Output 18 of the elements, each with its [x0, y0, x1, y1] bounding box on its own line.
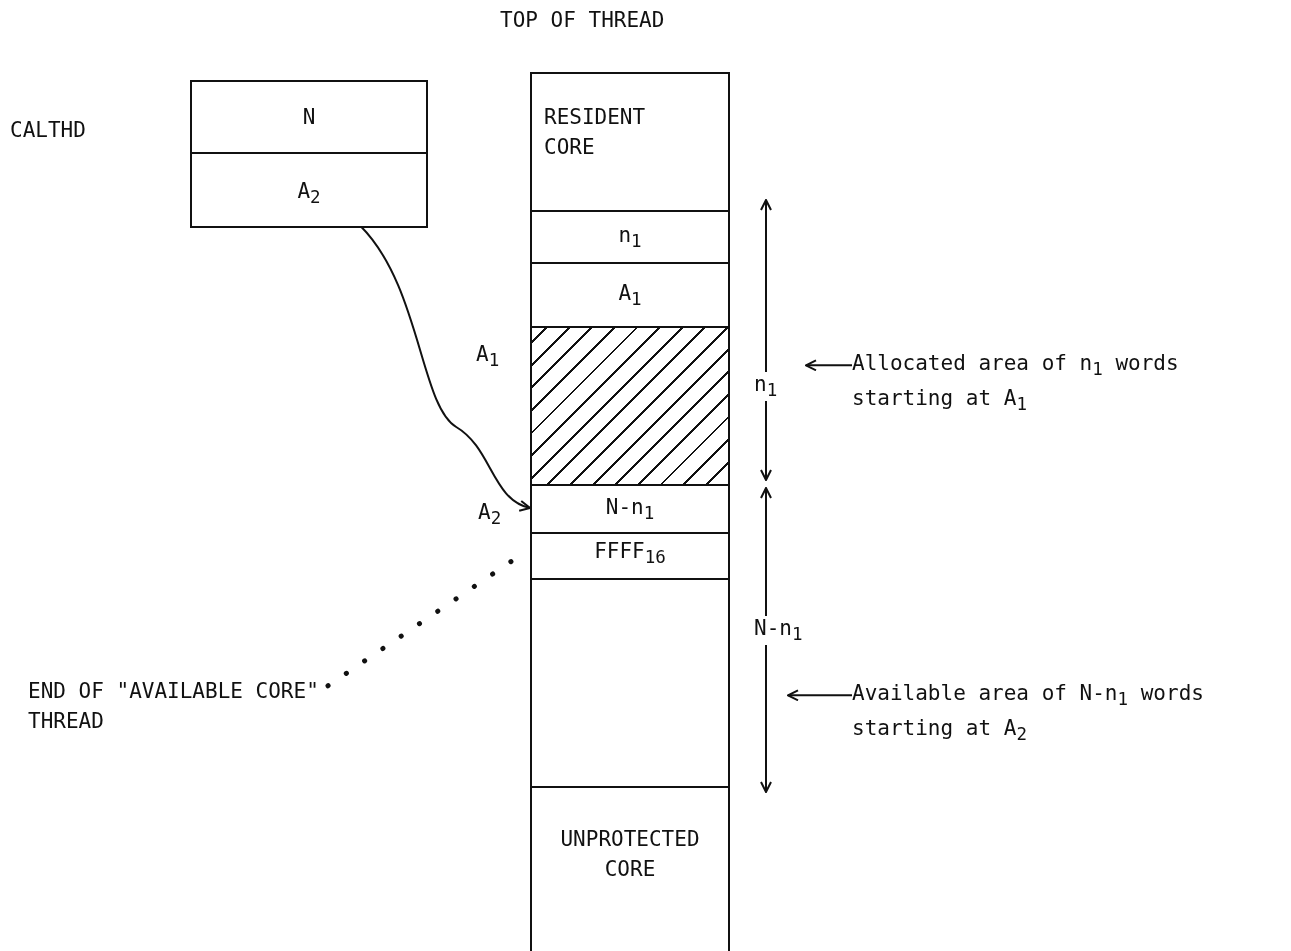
cell-label: A$_{2}$: [296, 178, 322, 210]
address-label: A$_{1}$: [476, 342, 500, 372]
leader-arrow: [805, 359, 853, 372]
cell-label: FFFF$_{16}$: [593, 538, 667, 570]
annotation-text: Available area of N-n$_{1}$ words starting at A$_{2}$: [852, 678, 1282, 748]
cell-label: RESIDENT CORE: [543, 104, 647, 162]
annotation-text: Allocated area of n$_{1}$ words starting at A$_{1}$: [852, 348, 1272, 418]
cell-label: N: [301, 104, 317, 131]
address-label: A$_{2}$: [478, 500, 502, 530]
dimension-label: N-n$_{1}$: [754, 616, 803, 646]
dimension-label: n$_{1}$: [754, 372, 778, 402]
leader-arrow: [787, 689, 853, 702]
cell-label: UNPROTECTED CORE: [559, 826, 701, 884]
cell-label: N-n$_{1}$: [604, 494, 656, 526]
record-box: [190, 80, 428, 228]
cell-label: n$_{1}$: [617, 222, 643, 254]
annotation-text: END OF "AVAILABLE CORE" THREAD: [28, 676, 328, 737]
cell-label: A$_{1}$: [617, 280, 643, 312]
